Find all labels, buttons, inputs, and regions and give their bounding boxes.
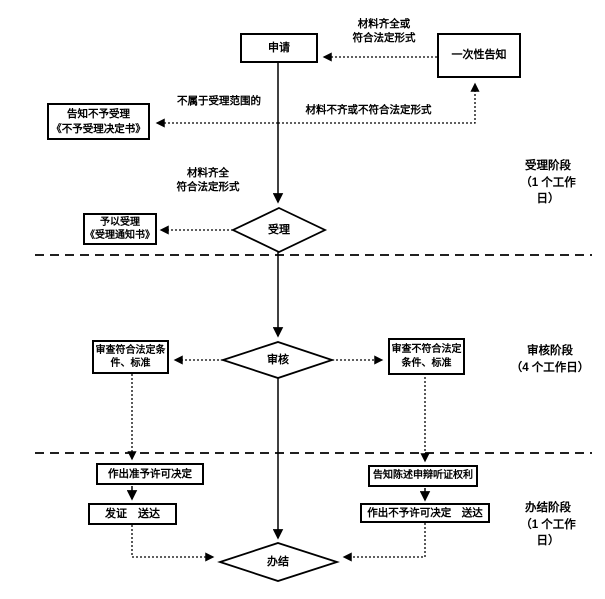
node-deny-permit: 作出不予许可决定 送达	[360, 503, 490, 523]
stage-label-completion: 办结阶段 （1 个工作 日）	[520, 502, 576, 548]
edge-label-materials-incomplete: 材料不齐或不符合法定形式	[305, 104, 432, 116]
node-review-fail: 审查不符合法定 条件、标准	[388, 338, 465, 375]
node-apply: 申请	[240, 33, 318, 63]
stage-label-acceptance: 受理阶段 （1 个工作 日）	[520, 160, 576, 206]
decision-review-shape	[220, 341, 335, 379]
edge-label-materials-complete-mid: 材料齐全 符合法定形式	[176, 167, 240, 193]
edge-label-materials-complete-top: 材料齐全或 符合法定形式	[352, 18, 416, 44]
decision-accept-shape	[230, 207, 328, 253]
decision-conclude-shape	[217, 542, 340, 582]
edge-issue-to-conclude	[131, 525, 215, 562]
node-review-pass: 审查符合法定条 件、标准	[92, 340, 169, 374]
edge-deny-to-conclude	[342, 523, 426, 562]
node-reject-notice: 告知不予受理 《不予受理决定书》	[47, 103, 150, 140]
edge-to-one-time-notice	[278, 82, 480, 124]
node-grant-permit: 作出准予许可决定	[96, 463, 204, 485]
edge-label-not-in-scope: 不属于受理范围的	[177, 95, 261, 107]
node-grant-accept: 予以受理 《受理通知书》	[83, 213, 157, 245]
stage-label-review: 审核阶段 （4 个工作日）	[510, 345, 590, 374]
node-one-time-notice: 一次性告知	[437, 33, 521, 78]
node-issue-deliver: 发证 送达	[88, 503, 177, 525]
node-notify-rights: 告知陈述申辩听证权利	[368, 465, 478, 487]
